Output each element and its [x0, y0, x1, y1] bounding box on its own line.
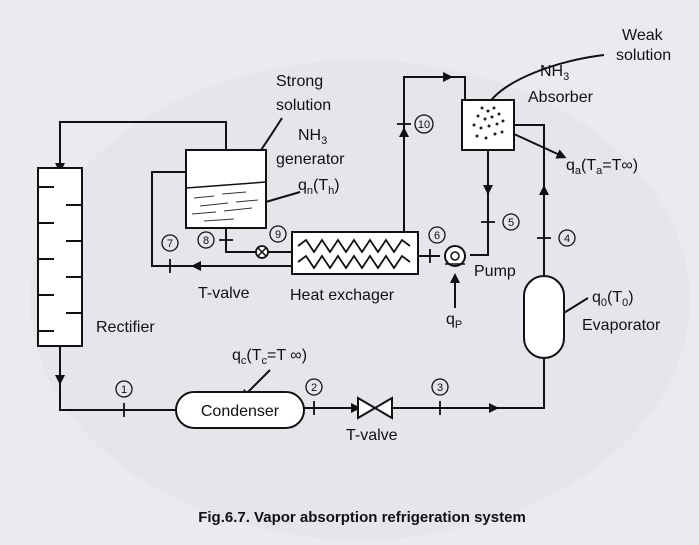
- heat-exchanger: [291, 231, 419, 275]
- state-point-3: 3: [431, 378, 449, 396]
- svg-text:1: 1: [121, 384, 127, 396]
- absorber: [461, 99, 515, 151]
- strong-solution-label-2: solution: [276, 97, 331, 114]
- state-point-5: 5: [502, 213, 520, 231]
- t-valve-top-label: T-valve: [198, 285, 250, 302]
- nh3-absorber-label: NH3: [540, 63, 569, 83]
- strong-solution-label-1: Strong: [276, 73, 323, 90]
- absorber-label: Absorber: [528, 89, 594, 106]
- evaporator-label: Evaporator: [582, 317, 661, 334]
- q0-label: q0(T0): [592, 289, 634, 309]
- evaporator: [523, 275, 565, 359]
- state-point-9: 9: [269, 225, 287, 243]
- pump: [444, 245, 466, 267]
- qc-label: qc(Tc=T ∞): [232, 347, 307, 367]
- qp-label: qP: [446, 311, 462, 331]
- state-point-8: 8: [197, 231, 215, 249]
- rectifier-label: Rectifier: [96, 319, 155, 336]
- t-valve-bottom-label: T-valve: [346, 427, 398, 444]
- weak-solution-label-1: Weak: [622, 27, 664, 44]
- svg-text:9: 9: [275, 229, 281, 241]
- state-point-7: 7: [161, 234, 179, 252]
- t-valve-top: [255, 245, 269, 259]
- condenser: [175, 391, 305, 429]
- weak-solution-label-2: solution: [616, 47, 671, 64]
- nh3-generator-label: NH3: [298, 127, 327, 147]
- pipe-generator-to-hx: [225, 228, 292, 253]
- t-valve-bottom: [357, 396, 393, 420]
- svg-text:4: 4: [564, 233, 570, 245]
- qa-label: qa(Ta=T∞): [566, 157, 638, 177]
- pipe-generator-to-rectifier: [55, 121, 227, 173]
- svg-text:7: 7: [167, 238, 173, 250]
- state-point-1: 1: [115, 380, 133, 398]
- svg-text:5: 5: [508, 217, 514, 229]
- qn-label: qn(Th): [298, 177, 340, 197]
- state-point-2: 2: [305, 378, 323, 396]
- state-point-10: 10: [414, 114, 434, 134]
- state-point-4: 4: [558, 229, 576, 247]
- state-point-6: 6: [428, 226, 446, 244]
- pump-label: Pump: [474, 263, 516, 280]
- generator-label: generator: [276, 151, 345, 168]
- generator: [185, 149, 267, 229]
- state-ticks: [123, 123, 551, 417]
- heat-exchanger-label: Heat exchager: [290, 287, 395, 304]
- pipe-evaporator-to-absorber: [514, 124, 545, 278]
- svg-text:6: 6: [434, 230, 440, 242]
- figure-caption: Fig.6.7. Vapor absorption refrigeration …: [198, 509, 526, 526]
- rectifier: [37, 167, 83, 347]
- svg-text:8: 8: [203, 235, 209, 247]
- svg-text:3: 3: [437, 382, 443, 394]
- arrow-qa: [513, 133, 567, 159]
- svg-text:2: 2: [311, 382, 317, 394]
- condenser-label: Condenser: [201, 403, 280, 420]
- svg-text:10: 10: [418, 119, 430, 131]
